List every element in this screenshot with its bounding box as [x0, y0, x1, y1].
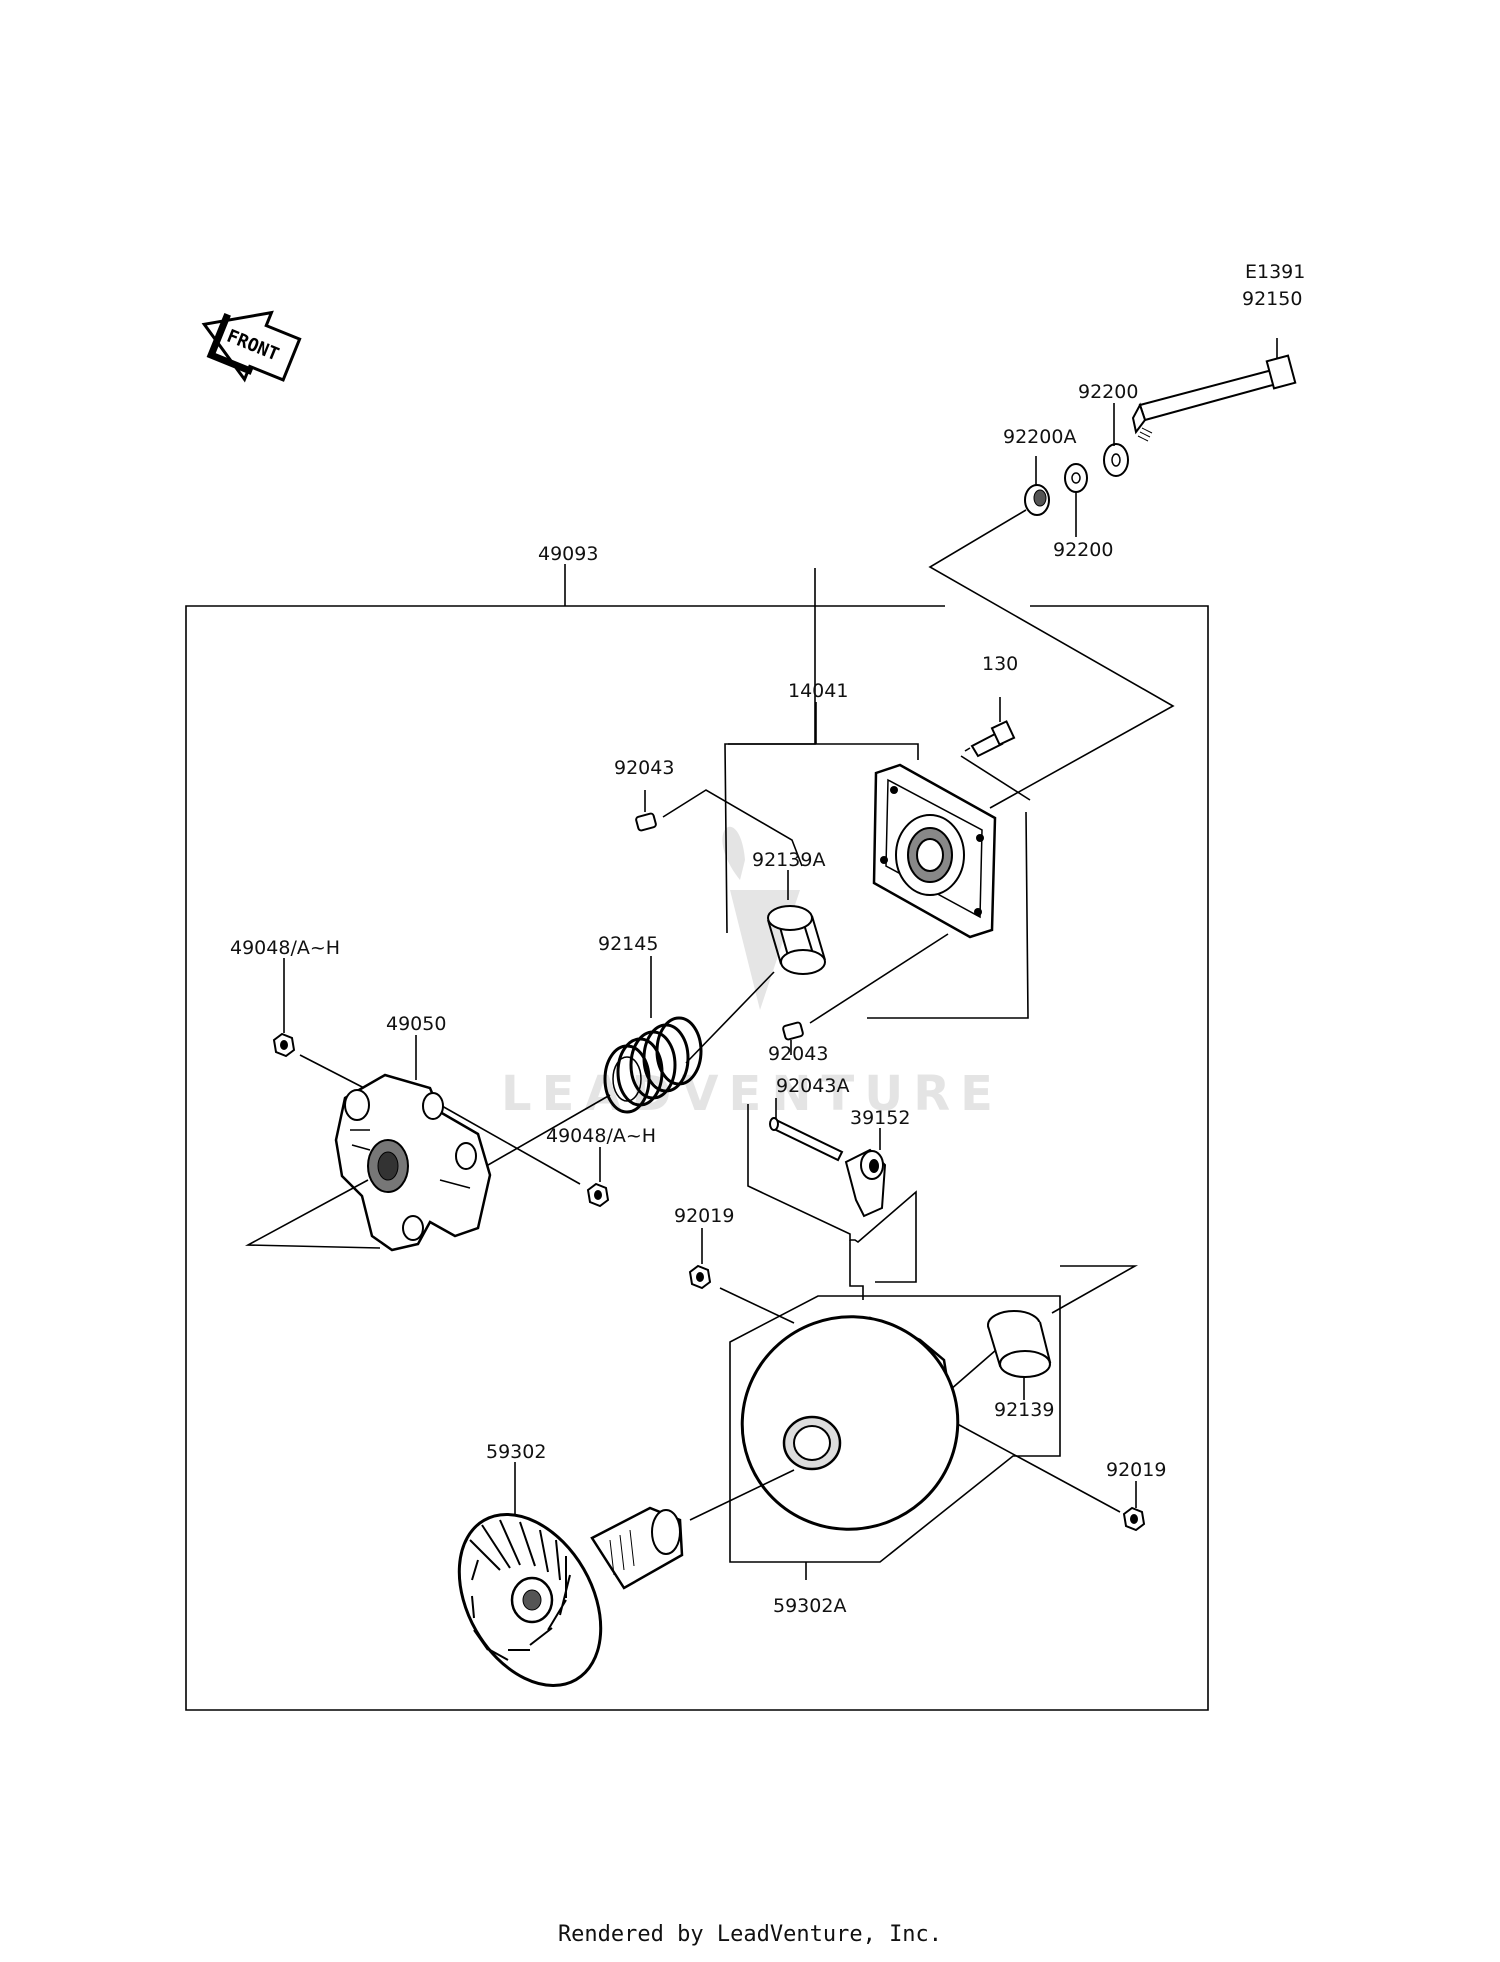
part-label-39152: 39152 [850, 1107, 910, 1129]
nut-49048-left [272, 1032, 296, 1058]
nut-92019-right [1122, 1506, 1146, 1532]
watermark-text: LEADVENTURE [501, 1066, 1003, 1122]
pin-92043a [769, 1117, 844, 1162]
part-label-92043a: 92043A [776, 1075, 849, 1097]
assembly-frame [185, 605, 1209, 1711]
cover-14041 [872, 763, 997, 939]
front-arrow-icon: FRONT [201, 310, 302, 383]
sheave-59302a [740, 1315, 960, 1531]
diagram-code: E1391 [1245, 261, 1305, 283]
part-label-92200a: 92200A [1003, 426, 1076, 448]
weight-39152 [844, 1148, 887, 1218]
screw-130 [970, 720, 1016, 758]
bushing-92139a [767, 905, 826, 975]
part-label-49048-left: 49048/A~H [230, 937, 340, 959]
part-label-92043-mid: 92043 [768, 1043, 828, 1065]
part-label-59302a: 59302A [773, 1595, 846, 1617]
part-label-92019-right: 92019 [1106, 1459, 1166, 1481]
footer-credit: Rendered by LeadVenture, Inc. [557, 1922, 943, 1947]
nut-92019-left [688, 1264, 712, 1290]
part-label-92145: 92145 [598, 933, 658, 955]
part-label-49050: 49050 [386, 1013, 446, 1035]
part-label-49093: 49093 [538, 543, 598, 565]
sheave-59302 [457, 1506, 684, 1687]
part-label-92139a: 92139A [752, 849, 825, 871]
part-label-92200-top: 92200 [1078, 381, 1138, 403]
part-label-92150: 92150 [1242, 288, 1302, 310]
part-label-92139: 92139 [994, 1399, 1054, 1421]
bolt-threads [1131, 402, 1147, 435]
pin-92043-top [635, 812, 657, 832]
part-label-92043-top: 92043 [614, 757, 674, 779]
spider-49050 [334, 1073, 492, 1252]
nut-49048-right [586, 1182, 610, 1208]
part-label-49048-right: 49048/A~H [546, 1125, 656, 1147]
bolt-92150 [1137, 354, 1297, 442]
washer-92200a [1024, 484, 1050, 516]
part-label-92200-bottom: 92200 [1053, 539, 1113, 561]
part-label-92019-left: 92019 [674, 1205, 734, 1227]
spring-92145 [603, 1016, 703, 1114]
part-label-59302: 59302 [486, 1441, 546, 1463]
bushing-92139 [987, 1310, 1052, 1378]
part-label-130: 130 [982, 653, 1018, 675]
pin-92043-mid [782, 1021, 804, 1041]
part-label-14041: 14041 [788, 680, 848, 702]
